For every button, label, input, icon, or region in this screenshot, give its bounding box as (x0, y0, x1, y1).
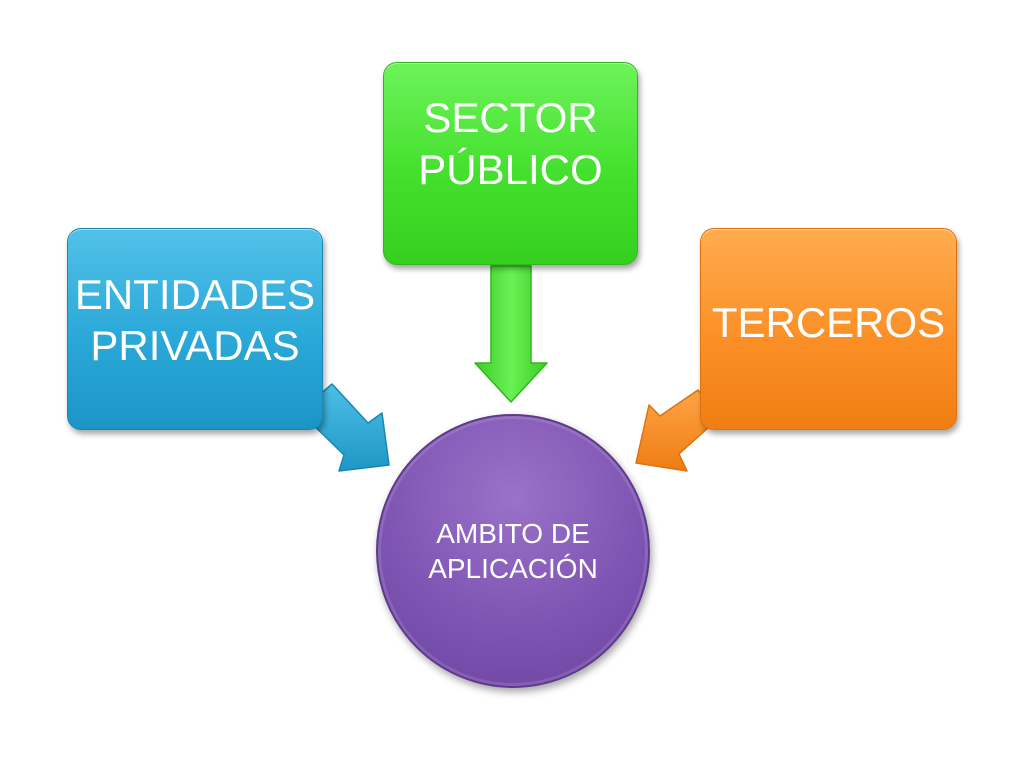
arrow-top-to-center (474, 265, 548, 403)
node-ambito-de-aplicacion: AMBITO DE APLICACIÓN (376, 414, 650, 688)
node-sector-publico-label: SECTOR PÚBLICO (418, 94, 603, 193)
node-entidades-privadas: ENTIDADES PRIVADAS (67, 228, 323, 430)
node-entidades-privadas-label: ENTIDADES PRIVADAS (74, 270, 316, 369)
node-ambito-de-aplicacion-label: AMBITO DE APLICACIÓN (428, 518, 598, 584)
arrow-right-to-center (635, 389, 720, 472)
node-sector-publico: SECTOR PÚBLICO (383, 62, 638, 265)
node-terceros-label: TERCEROS (711, 299, 946, 347)
node-terceros: TERCEROS (700, 228, 957, 430)
